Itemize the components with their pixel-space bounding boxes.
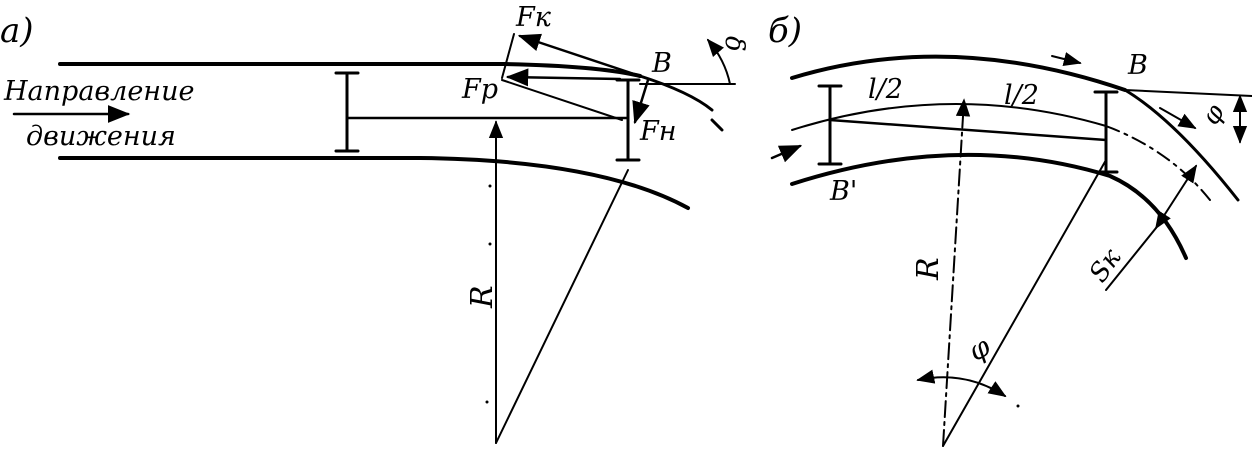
- half-length-right-label: l/2: [1004, 80, 1039, 111]
- upper-rail-curve: [638, 74, 714, 112]
- half-length-left-label: l/2: [868, 74, 903, 105]
- tangent-arrow: [1159, 107, 1197, 129]
- entry-arrow: [770, 144, 803, 163]
- middle-curve-dashdot: [1105, 125, 1211, 201]
- outer-rail: [790, 54, 1127, 92]
- force-k-arrow: [517, 33, 642, 78]
- middle-curve: [791, 103, 1107, 131]
- left-axle-b: [817, 84, 843, 166]
- radius-dot-3: [485, 400, 489, 404]
- radius-dot-2: [488, 242, 492, 246]
- angle-phi-top-label: φ: [1196, 99, 1231, 130]
- point-b-label-a: В: [651, 48, 672, 79]
- force-k-label: Fк: [515, 2, 552, 33]
- radius-label-b: R: [911, 257, 946, 281]
- tangent-b: [1124, 89, 1252, 97]
- point-b-prime-label: В': [829, 176, 857, 207]
- point-b-label-b: В: [1127, 50, 1148, 81]
- force-diagonal: [501, 79, 623, 121]
- width-s-dimension: [1155, 164, 1197, 230]
- angle-phi-bottom-arc: [916, 369, 1007, 397]
- panel-b: б) l/2 l/2 В В' φ φ R Sк: [768, 11, 1252, 447]
- angle-phi-dot: [1016, 404, 1020, 408]
- force-n-label: Fн: [639, 116, 677, 147]
- angle-delta-label: δ: [719, 36, 749, 52]
- left-axle: [334, 71, 360, 153]
- outer-rail-arrow: [1051, 52, 1082, 67]
- panel-a-label: а): [0, 11, 34, 51]
- direction-label-line2: движения: [26, 121, 176, 152]
- radius-dot-1: [488, 184, 492, 188]
- width-s-extension: [1105, 227, 1157, 291]
- angle-delta-arc: [706, 38, 731, 85]
- force-r-label: Fр: [461, 74, 498, 105]
- vehicle-chord: [828, 118, 1108, 142]
- force-r-arrow: [505, 68, 622, 87]
- radius-vertical-b: [942, 98, 971, 447]
- panel-a: а) Направление движения Fк Fр Fн В δ R: [0, 2, 749, 444]
- force-n-arrow: [632, 78, 650, 125]
- radius-diagonal-b: [942, 159, 1107, 447]
- direction-label-line1: Направление: [3, 76, 194, 107]
- width-s-label: Sк: [1084, 243, 1128, 288]
- radius-diagonal: [495, 169, 629, 444]
- panel-b-label: б): [768, 11, 802, 51]
- angle-delta-tick: [710, 118, 724, 132]
- outer-rail-tail: [1123, 88, 1240, 202]
- lower-rail: [58, 156, 690, 210]
- radius-label-a: R: [465, 285, 500, 309]
- force-triangle-side: [501, 33, 515, 79]
